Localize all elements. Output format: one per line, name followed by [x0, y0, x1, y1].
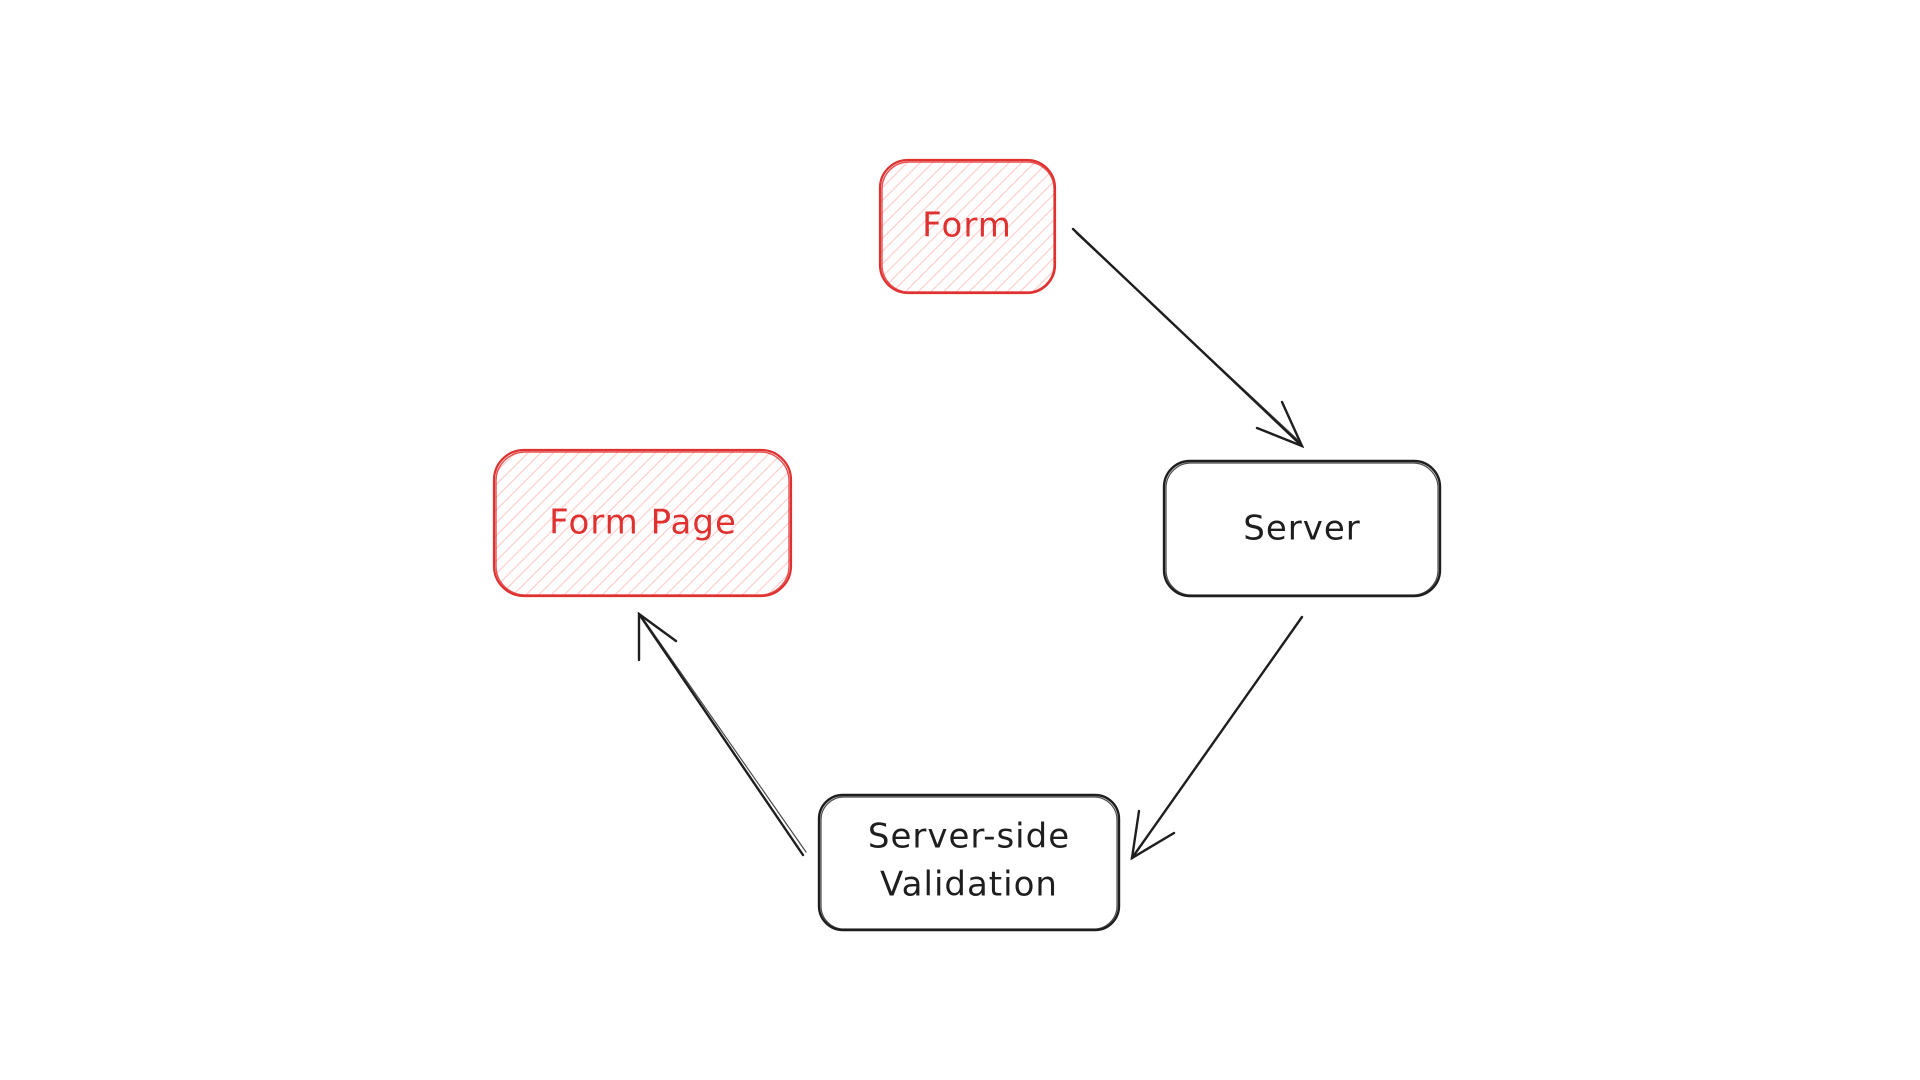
node-validation: Server-side Validation — [817, 793, 1121, 932]
node-form-box-sketch — [881, 161, 1055, 293]
node-form-box — [878, 158, 1057, 295]
node-form-page: Form Page — [492, 448, 793, 598]
node-validation-label-line2: Validation — [880, 865, 1058, 905]
node-server-box-sketch — [1165, 462, 1439, 596]
node-validation-label-line1: Server-side — [868, 817, 1070, 857]
edge-form-to-server-arrowhead — [1255, 400, 1305, 449]
node-form-page-box — [492, 448, 793, 598]
edge-server-to-validation-line-sketch — [1133, 619, 1301, 856]
edge-validation-to-form-page-arrowhead — [637, 611, 678, 662]
node-validation-box — [817, 793, 1121, 932]
node-form: Form — [878, 158, 1057, 295]
edge-validation-to-form-page — [637, 611, 807, 857]
edge-validation-to-form-page-line-sketch — [641, 616, 807, 853]
node-form-label: Form — [922, 206, 1012, 246]
edge-server-to-validation-arrowhead — [1130, 809, 1176, 861]
node-server-label: Server — [1243, 509, 1361, 549]
edge-form-to-server-line-sketch — [1075, 232, 1301, 443]
node-validation-box-sketch — [820, 796, 1118, 930]
node-server: Server — [1162, 459, 1442, 598]
node-form-page-label: Form Page — [549, 503, 737, 543]
node-form-page-box-sketch — [495, 451, 790, 596]
edge-server-to-validation — [1130, 615, 1304, 861]
node-server-box — [1162, 459, 1442, 598]
edge-validation-to-form-page-line — [637, 612, 805, 857]
edge-form-to-server — [1071, 227, 1305, 449]
